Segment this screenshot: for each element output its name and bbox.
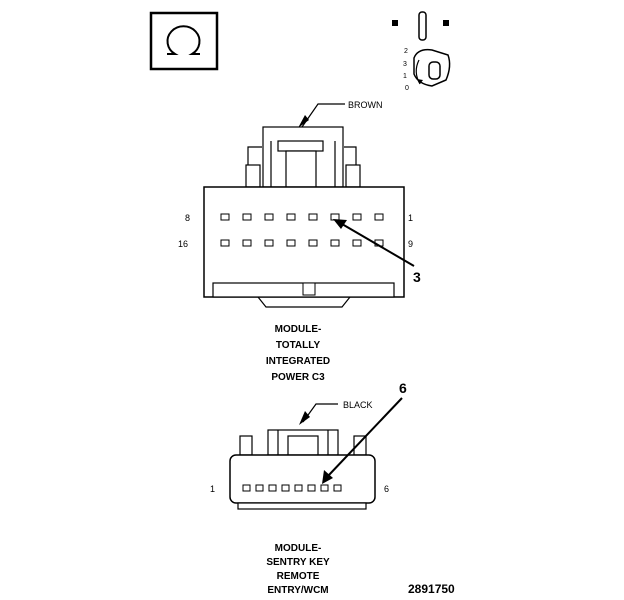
c3-title-line-3: INTEGRATED [266,356,330,367]
key-position-1: 1 [403,73,407,80]
c3-pin-row-2 [220,239,384,247]
skrem-title-line-1: MODULE- [275,543,322,554]
skrem-wire-color-label: BLACK [343,400,373,410]
key-position-0: 0 [405,85,409,92]
skrem-title: MODULE- SENTRY KEY REMOTE ENTRY/WCM [266,543,330,596]
skrem-left-pin: 1 [210,484,215,494]
c3-row2-left-pin: 16 [178,239,188,249]
skrem-title-line-4: ENTRY/WCM [267,585,328,596]
c3-row1-left-pin: 8 [185,213,190,223]
c3-title-line-4: POWER C3 [271,372,325,383]
figure-id: 2891750 [408,582,455,596]
c3-pin-row-1 [220,213,384,221]
c3-row1-right-pin: 1 [408,213,413,223]
c3-title-line-2: TOTALLY [276,340,321,351]
connector-c3 [203,103,415,308]
c3-title-line-1: MODULE- [275,324,322,335]
c3-title: MODULE- TOTALLY INTEGRATED POWER C3 [266,324,330,383]
c3-wire-color-label: BROWN [348,100,383,110]
c3-callout-number: 3 [413,269,421,285]
key-position-3: 3 [403,61,407,68]
ignition-key-icon [392,11,451,87]
skrem-pin-row [242,484,342,492]
connector-skrem [229,397,403,510]
skrem-callout-number: 6 [399,380,407,396]
skrem-right-pin: 6 [384,484,389,494]
skrem-title-line-2: SENTRY KEY [266,557,330,568]
omega-ground-symbol-icon [149,11,219,71]
c3-row2-right-pin: 9 [408,239,413,249]
key-position-2: 2 [404,48,408,55]
skrem-title-line-3: REMOTE [277,571,320,582]
